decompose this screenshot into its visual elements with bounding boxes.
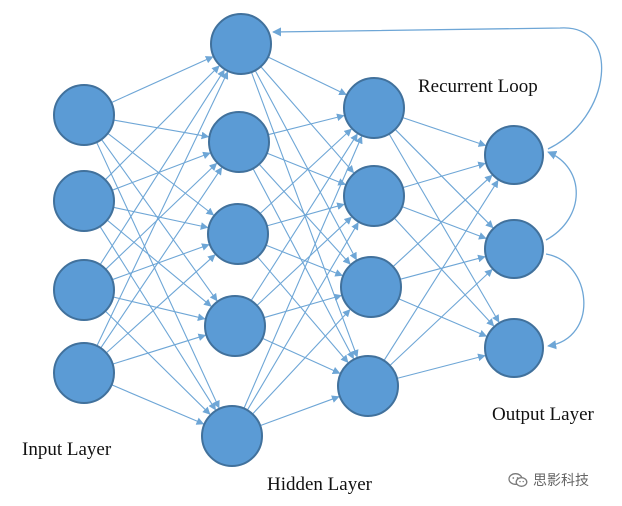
hidden-1-neuron-3: [207, 203, 269, 265]
output-layer-label: Output Layer: [492, 404, 594, 425]
hidden-2-neuron-4: [337, 355, 399, 417]
watermark: 思影科技: [508, 470, 589, 490]
input-neuron-3: [53, 259, 115, 321]
hidden-1-neuron-5: [201, 405, 263, 467]
connection-input-3-to-hidden-1-5: [105, 310, 211, 415]
connection-hidden-2-4-to-output-2: [389, 268, 493, 366]
connection-hidden-1-5-to-hidden-2-3: [252, 309, 351, 415]
connection-input-2-to-hidden-1-1: [104, 65, 220, 181]
connection-hidden-2-4-to-output-1: [383, 179, 499, 361]
hidden-2-neuron-3: [340, 256, 402, 318]
connection-input-1-to-hidden-1-1: [111, 56, 214, 104]
watermark-text: 思影科技: [533, 473, 589, 489]
connection-input-3-to-hidden-1-3: [112, 243, 210, 281]
connection-hidden-1-4-to-hidden-2-3: [263, 293, 342, 319]
connections: [96, 56, 500, 427]
connection-hidden-2-4-to-output-3: [396, 353, 486, 379]
connection-input-4-to-hidden-1-3: [105, 254, 216, 354]
connection-input-2-to-hidden-1-5: [99, 226, 216, 411]
connection-hidden-1-4-to-hidden-2-4: [262, 337, 341, 374]
connection-hidden-1-1-to-hidden-2-2: [260, 66, 355, 174]
connection-hidden-1-3-to-hidden-2-1: [259, 128, 352, 215]
connection-hidden-2-3-to-output-1: [392, 174, 493, 268]
recurrent-loop-output-2-to-output-1: [545, 150, 577, 241]
connection-hidden-2-3-to-output-3: [398, 298, 488, 338]
connection-input-4-to-hidden-1-1: [96, 71, 229, 347]
output-neuron-1: [484, 125, 544, 185]
recurrent-loop-label: Recurrent Loop: [418, 76, 538, 97]
connection-hidden-2-2-to-output-3: [393, 217, 495, 327]
connection-hidden-1-1-to-hidden-2-3: [254, 70, 357, 261]
connection-hidden-1-2-to-hidden-2-3: [258, 163, 351, 265]
connection-hidden-1-4-to-hidden-2-1: [250, 133, 358, 301]
connection-hidden-1-5-to-hidden-2-1: [243, 135, 363, 409]
connection-hidden-2-1-to-output-1: [402, 116, 487, 147]
connection-input-1-to-hidden-1-4: [101, 139, 218, 302]
neurons: [53, 13, 544, 467]
connection-hidden-1-3-to-hidden-2-4: [257, 256, 349, 363]
recurrent-loops: [272, 27, 603, 350]
input-neuron-1: [53, 84, 115, 146]
connection-hidden-1-5-to-hidden-2-2: [246, 222, 359, 411]
connection-hidden-1-2-to-hidden-2-1: [267, 113, 345, 136]
wechat-icon: [508, 473, 528, 487]
connection-input-3-to-hidden-1-2: [105, 162, 218, 270]
output-neuron-2: [484, 219, 544, 279]
hidden-1-neuron-1: [210, 13, 272, 75]
connection-hidden-2-1-to-output-3: [388, 133, 500, 323]
connection-input-3-to-hidden-1-1: [99, 69, 225, 265]
connection-input-1-to-hidden-1-3: [107, 132, 215, 216]
connection-input-1-to-hidden-1-5: [96, 141, 220, 409]
connection-hidden-1-5-to-hidden-2-4: [260, 395, 340, 427]
hidden-2-neuron-2: [343, 165, 405, 227]
connection-input-3-to-hidden-1-4: [113, 296, 206, 321]
recurrent-loop-output-to-hidden: [272, 27, 603, 150]
connection-hidden-2-1-to-output-2: [394, 128, 494, 229]
connection-input-2-to-hidden-1-2: [111, 151, 211, 191]
hidden-2-neuron-1: [343, 77, 405, 139]
connection-hidden-1-2-to-hidden-2-2: [266, 152, 346, 186]
connection-hidden-2-2-to-output-2: [401, 206, 487, 240]
input-layer-label: Input Layer: [22, 439, 112, 460]
output-neuron-3: [484, 318, 544, 378]
connection-hidden-2-2-to-output-1: [402, 161, 486, 189]
connection-hidden-1-4-to-hidden-2-2: [256, 216, 352, 306]
connection-input-4-to-hidden-1-4: [112, 333, 207, 365]
connection-hidden-1-1-to-hidden-2-1: [267, 56, 347, 96]
hidden-layer-label: Hidden Layer: [267, 474, 372, 495]
connection-input-4-to-hidden-1-2: [100, 167, 223, 349]
hidden-1-neuron-4: [204, 295, 266, 357]
hidden-1-neuron-2: [208, 111, 270, 173]
recurrent-loop-output-2-to-output-3: [545, 253, 585, 350]
connection-input-1-to-hidden-1-2: [113, 119, 210, 140]
input-neuron-2: [53, 170, 115, 232]
connection-input-4-to-hidden-1-5: [111, 384, 205, 425]
connection-hidden-1-2-to-hidden-2-4: [252, 168, 354, 360]
input-neuron-4: [53, 342, 115, 404]
